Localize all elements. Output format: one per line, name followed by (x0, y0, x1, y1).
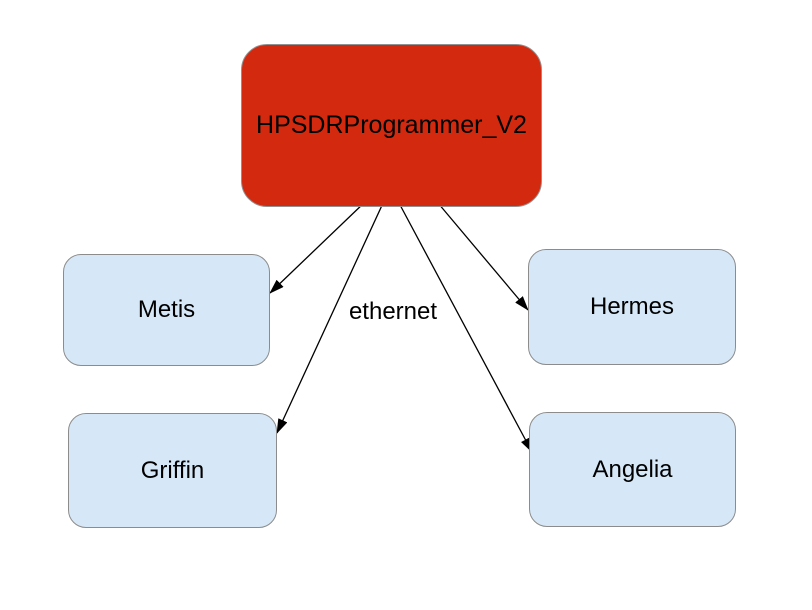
root-node: HPSDRProgrammer_V2 (241, 44, 542, 207)
node-hermes-label: Hermes (589, 293, 674, 320)
node-griffin-label: Griffin (140, 456, 205, 484)
node-angelia: Angelia (529, 412, 736, 527)
node-griffin: Griffin (68, 413, 277, 528)
edge-root-to-metis (269, 200, 367, 294)
node-hermes: Hermes (528, 249, 736, 365)
root-node-label: HPSDRProgrammer_V2 (256, 111, 527, 139)
edge-label-ethernet: ethernet (348, 298, 438, 325)
node-metis: Metis (63, 254, 270, 366)
node-metis-label: Metis (137, 296, 196, 323)
edge-root-to-angelia (398, 202, 533, 453)
node-angelia-label: Angelia (592, 455, 673, 483)
edge-root-to-hermes (437, 202, 529, 311)
